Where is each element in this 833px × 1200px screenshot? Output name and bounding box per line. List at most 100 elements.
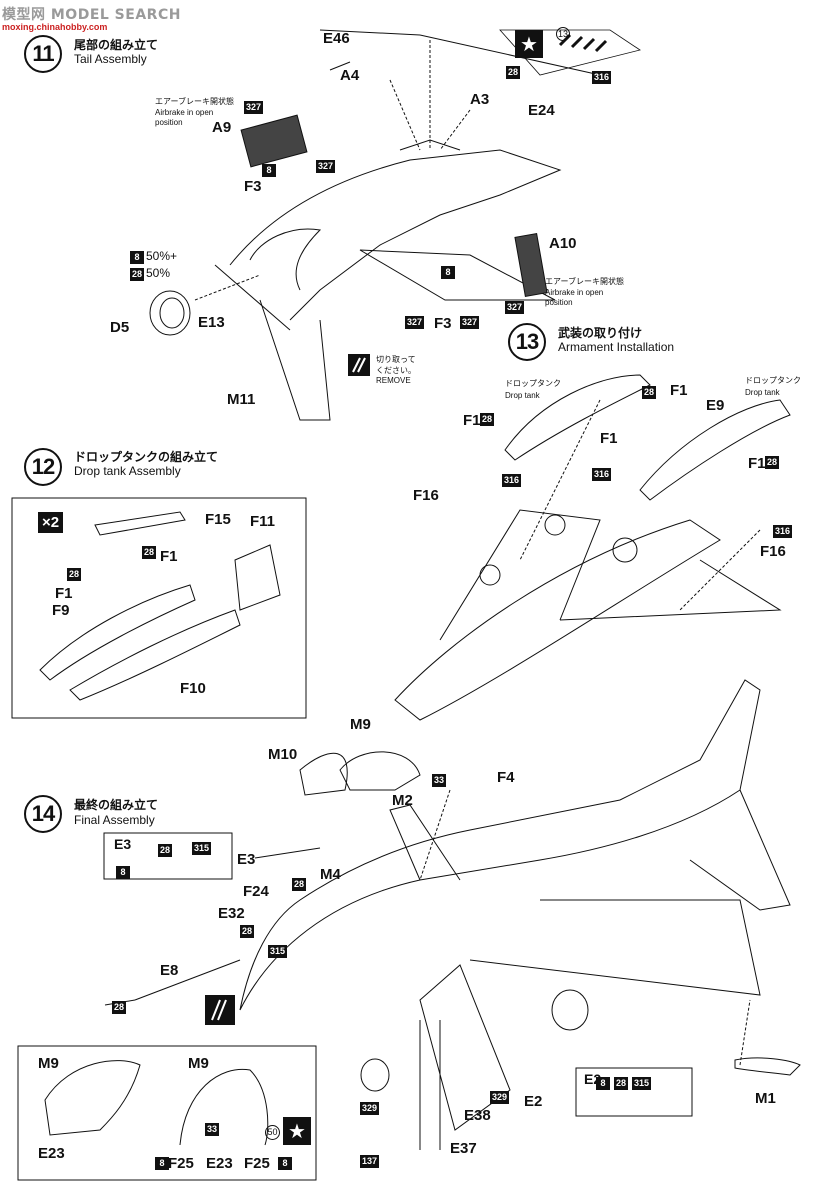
part-label-e23-2: E23 [206, 1155, 233, 1172]
part-label-f15: F15 [205, 511, 231, 528]
step-12-title-en: Drop tank Assembly [74, 464, 181, 478]
color-code-8: 8 [155, 1157, 169, 1170]
part-label-f1-2: F1 [55, 585, 73, 602]
step-14-title-jp: 最終の組み立て [74, 798, 159, 812]
airbrake-note-jp-2: エアーブレーキ開状態 [545, 277, 625, 286]
step-14-number: 14 [24, 795, 62, 833]
part-label-f11: F11 [250, 513, 276, 530]
color-code-8: 8 [130, 251, 144, 264]
watermark: 模型网 MODEL SEARCH [2, 7, 181, 23]
color-code-33: 33 [432, 774, 447, 787]
droptank-note-jp-2: ドロップタンク [745, 376, 801, 385]
part-label-f1: F1 [160, 548, 178, 565]
airbrake-note-en-4: position [545, 298, 573, 307]
part-label-e23: E23 [38, 1145, 65, 1162]
part-label-f24: F24 [243, 883, 269, 900]
color-code-327: 327 [505, 301, 525, 314]
part-label-m4: M4 [320, 866, 341, 883]
part-label-a10: A10 [549, 235, 577, 252]
color-code-316: 316 [592, 71, 612, 84]
part-label-f1-6: F1 [748, 455, 766, 472]
color-code-316: 316 [592, 468, 612, 481]
color-code-28: 28 [614, 1077, 629, 1090]
color-code-28: 28 [158, 844, 173, 857]
color-code-316: 316 [773, 525, 793, 538]
watermark-sub: moxing.chinahobby.com [2, 22, 108, 32]
color-code-50: 50 [265, 1125, 280, 1140]
step-12-number: 12 [24, 448, 62, 486]
color-code-327: 327 [460, 316, 480, 329]
part-label-m9-2: M9 [38, 1055, 59, 1072]
droptank-note-jp: ドロップタンク [505, 379, 561, 388]
color-code-8: 8 [596, 1077, 610, 1090]
color-code-327: 327 [316, 160, 336, 173]
part-label-f10: F10 [180, 680, 206, 697]
part-label-f3-2: F3 [434, 315, 452, 332]
part-label-e8: E8 [160, 962, 179, 979]
part-label-e13: E13 [198, 314, 225, 331]
part-label-e3-box: E3 [114, 836, 132, 852]
part-label-m10: M10 [268, 746, 298, 763]
color-code-8: 8 [262, 164, 276, 177]
part-label-e2: E2 [524, 1093, 543, 1110]
step-11-title-jp: 尾部の組み立て [74, 38, 159, 52]
color-mix-50-plus: 50%+ [146, 249, 178, 263]
color-code-315: 315 [268, 945, 288, 958]
color-code-8: 8 [278, 1157, 292, 1170]
color-code-13: 13 [556, 27, 570, 41]
color-code-28: 28 [142, 546, 157, 559]
part-label-e37: E37 [450, 1140, 477, 1157]
color-code-8: 8 [116, 866, 130, 879]
part-label-e32: E32 [218, 905, 245, 922]
part-label-f25: F25 [168, 1155, 194, 1172]
color-code-316: 316 [502, 474, 522, 487]
part-label-m9-3: M9 [188, 1055, 209, 1072]
airbrake-note-jp: エアーブレーキ開状態 [155, 97, 235, 106]
droptank-note-en-2: Drop tank [745, 388, 780, 397]
color-code-137: 137 [360, 1155, 380, 1168]
color-code-327: 327 [244, 101, 264, 114]
droptank-note-en: Drop tank [505, 391, 540, 400]
step-14-title-en: Final Assembly [74, 813, 155, 827]
color-code-28: 28 [130, 268, 145, 281]
color-code-28: 28 [67, 568, 82, 581]
part-label-a4: A4 [340, 67, 360, 84]
part-label-f9: F9 [52, 602, 70, 619]
part-label-f16: F16 [413, 487, 439, 504]
part-label-e38: E38 [464, 1107, 491, 1124]
part-label-m1: M1 [755, 1090, 776, 1107]
part-label-f25-2: F25 [244, 1155, 270, 1172]
part-label-e46: E46 [323, 30, 350, 47]
color-code-28: 28 [480, 413, 495, 426]
color-code-28: 28 [240, 925, 255, 938]
star-icon: ★ [515, 30, 543, 58]
color-code-315: 315 [192, 842, 212, 855]
part-label-e3: E3 [237, 851, 256, 868]
quantity-badge: ×2 [38, 512, 64, 533]
part-label-f1-4: F1 [463, 412, 481, 429]
part-label-m11: M11 [227, 391, 256, 408]
color-mix-50: 50% [146, 266, 171, 280]
part-label-e24: E24 [528, 102, 555, 119]
part-label-d5: D5 [110, 319, 130, 336]
part-label-a3: A3 [470, 91, 490, 108]
remove-note-jp: 切り取って [376, 355, 416, 364]
part-label-f4: F4 [497, 769, 515, 786]
color-code-329: 329 [490, 1091, 510, 1104]
color-code-28: 28 [506, 66, 521, 79]
part-label-m9: M9 [350, 716, 371, 733]
remove-note-en: REMOVE [376, 376, 411, 385]
airbrake-note-en-3: Airbrake in open [545, 288, 604, 297]
color-code-315: 315 [632, 1077, 652, 1090]
airbrake-note-en-2: position [155, 118, 183, 127]
color-code-329: 329 [360, 1102, 380, 1115]
star-icon-2: ★ [283, 1117, 311, 1145]
step-12-title-jp: ドロップタンクの組み立て [74, 450, 219, 464]
part-label-f16-2: F16 [760, 543, 786, 560]
airbrake-note-en: Airbrake in open [155, 108, 214, 117]
part-label-f1-5: F1 [600, 430, 618, 447]
part-label-f1-3: F1 [670, 382, 688, 399]
step-11-number: 11 [24, 35, 62, 73]
color-code-28: 28 [642, 386, 657, 399]
